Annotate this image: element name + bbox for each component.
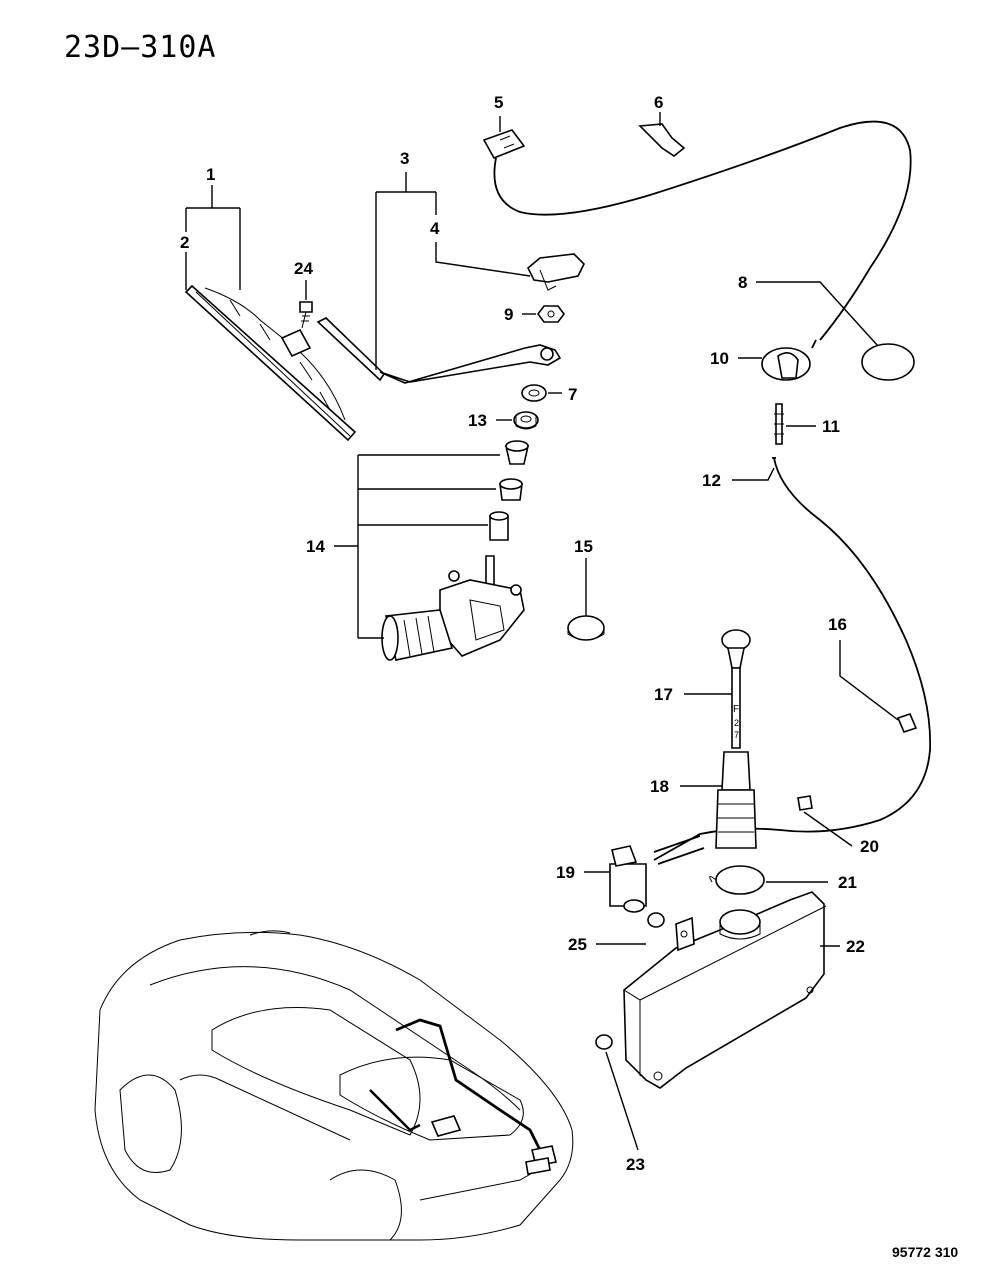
callout-10: 10 <box>710 349 729 368</box>
wiper-arm <box>316 317 562 384</box>
dipstick-mark-f: F <box>733 704 739 715</box>
nut-9 <box>522 305 565 323</box>
callout-15: 15 <box>574 537 593 556</box>
callout-19: 19 <box>556 863 575 882</box>
callout-3: 3 <box>400 149 409 168</box>
callout-24: 24 <box>294 259 313 278</box>
seal-13 <box>496 411 539 430</box>
lower-washer-hose <box>653 457 932 861</box>
callout-1: 1 <box>206 165 215 184</box>
washer-pump-19 <box>584 845 647 913</box>
joint-11 <box>774 403 816 445</box>
callout-group-3-4 <box>375 172 531 370</box>
callout-group-14 <box>334 454 500 639</box>
drawing-number: 95772 310 <box>892 1244 959 1260</box>
dipstick-17: F 2 7 <box>684 629 751 749</box>
callout-2: 2 <box>180 233 189 252</box>
callout-labels: 1 2 3 4 5 6 7 8 9 10 11 12 13 14 15 16 1… <box>180 93 879 1174</box>
callout-9: 9 <box>504 305 513 324</box>
callout-20: 20 <box>860 837 879 856</box>
grommet-8 <box>756 281 915 381</box>
callout-7: 7 <box>568 385 577 404</box>
hose-clip-16 <box>839 640 918 733</box>
callout-5: 5 <box>494 93 503 112</box>
grommet-25 <box>596 912 665 945</box>
callout-22: 22 <box>846 937 865 956</box>
callout-13: 13 <box>468 411 487 430</box>
dipstick-mark-2: 2 <box>734 718 739 728</box>
bushing-middle <box>499 478 523 501</box>
bushing-lower <box>489 511 509 541</box>
upper-washer-hose <box>493 120 912 341</box>
filler-neck-18 <box>680 751 757 849</box>
callout-group-1-2 <box>185 185 241 290</box>
callout-14: 14 <box>306 537 325 556</box>
arm-cover-4 <box>527 253 585 291</box>
callout-8: 8 <box>738 273 747 292</box>
callout-25: 25 <box>568 935 587 954</box>
callout-21: 21 <box>838 873 857 892</box>
callout-11: 11 <box>822 417 840 436</box>
callout-18: 18 <box>650 777 669 796</box>
diagram-code: 23D–310A <box>64 30 217 65</box>
screw-24 <box>299 280 313 329</box>
reservoir-22 <box>623 891 840 1089</box>
wiper-motor <box>381 555 525 661</box>
grommet-10 <box>738 347 811 381</box>
callout-12: 12 <box>702 471 721 490</box>
washer-7 <box>521 384 562 402</box>
wiper-blade-assembly <box>184 284 357 442</box>
hose-clip-6 <box>638 112 686 157</box>
dipstick-mark-7: 7 <box>734 730 739 740</box>
bushing-upper <box>505 440 529 465</box>
callout-6: 6 <box>654 93 663 112</box>
callout-16: 16 <box>828 615 847 634</box>
washer-nozzle-5 <box>482 116 526 160</box>
cap-21 <box>709 865 828 895</box>
grommet-15 <box>567 558 605 641</box>
vehicle-silhouette <box>94 930 574 1241</box>
pump-hose <box>653 835 705 865</box>
callout-23: 23 <box>626 1155 645 1174</box>
hose-clip-20 <box>797 795 853 847</box>
callout-17: 17 <box>654 685 673 704</box>
bolt-23 <box>595 1034 639 1151</box>
callout-4: 4 <box>430 219 440 238</box>
